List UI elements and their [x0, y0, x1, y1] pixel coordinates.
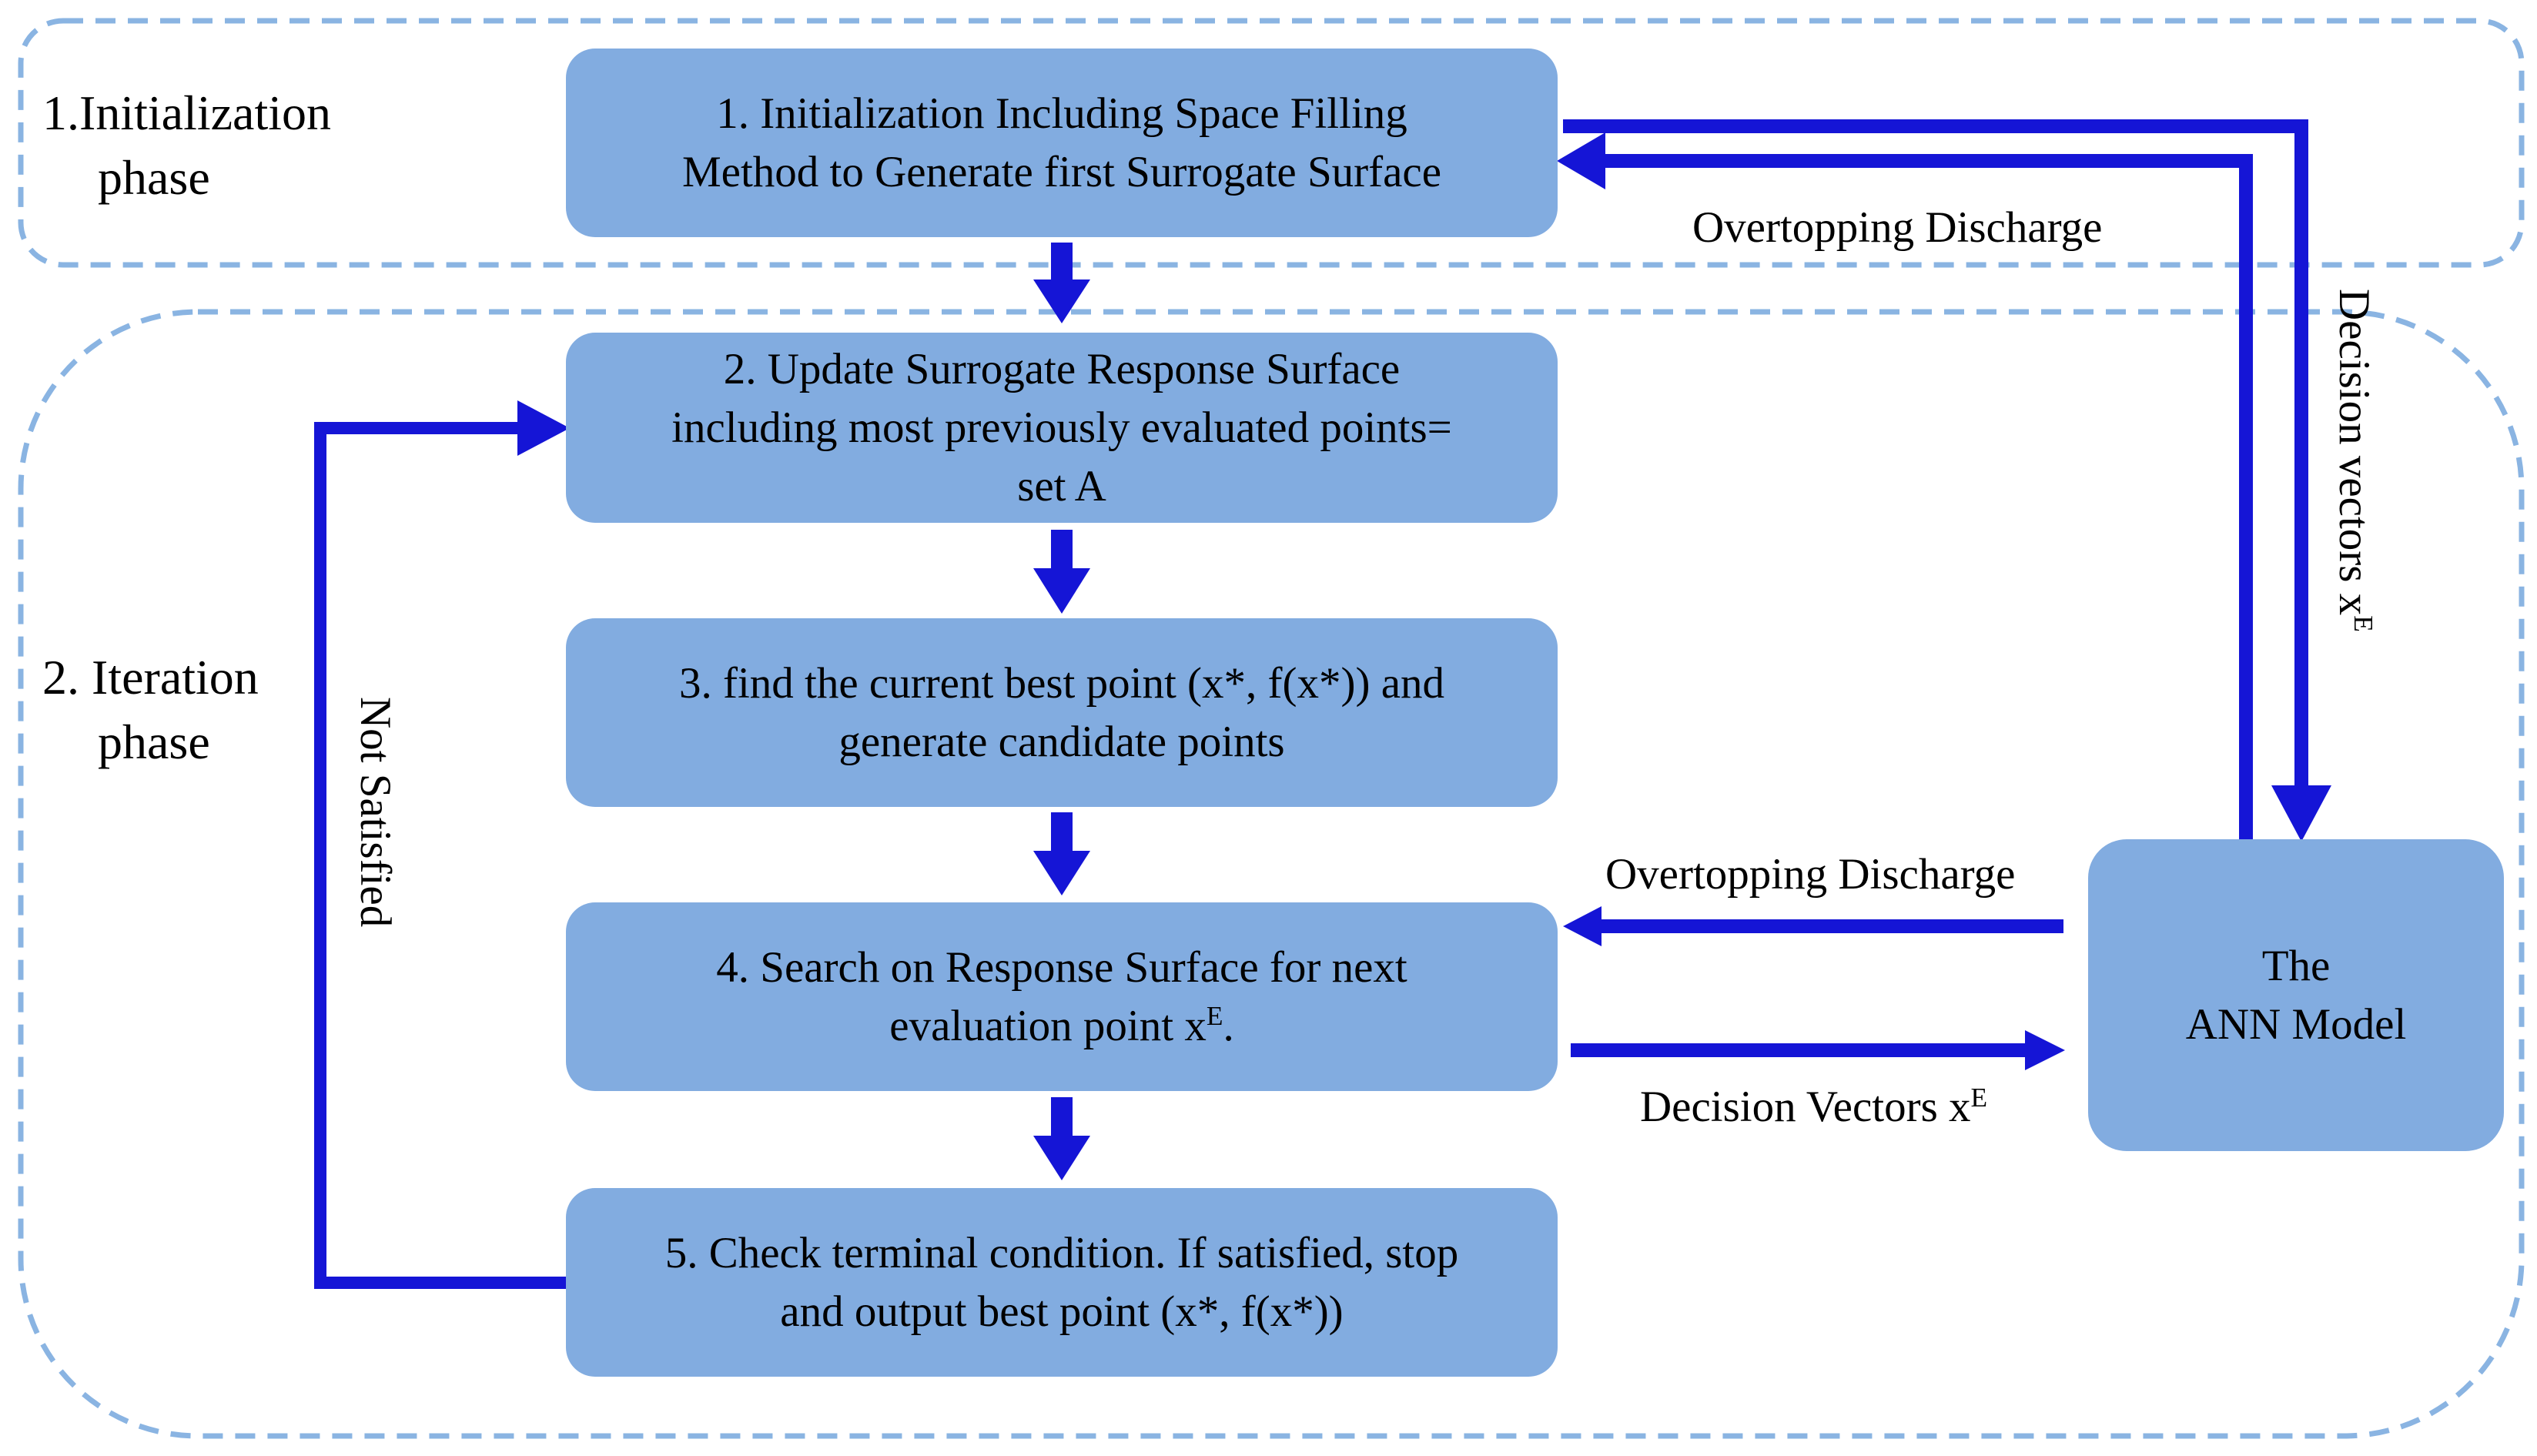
decision-mid-sup: E — [1970, 1082, 1988, 1113]
initialization-phase-label: 1.Initialization phase — [42, 81, 331, 210]
step4-line2: evaluation point xE. — [716, 997, 1407, 1056]
overtopping-discharge-mid-label: Overtopping Discharge — [1605, 850, 2016, 899]
step4-box: 4. Search on Response Surface for next e… — [566, 902, 1558, 1091]
overtopping-arrow-to-step1 — [1557, 132, 2253, 847]
step3-line1: 3. find the current best point (x*, f(x*… — [678, 658, 1445, 708]
decision-vectors-vertical-label: Decision vectors xE — [2324, 289, 2383, 632]
step1-line2: Method to Generate first Surrogate Surfa… — [681, 147, 1442, 196]
step1-box: 1. Initialization Including Space Fillin… — [566, 49, 1558, 237]
not-satisfied-loop-arrow — [314, 400, 570, 1289]
overtopping-discharge-top-label: Overtopping Discharge — [1692, 203, 2103, 252]
ann-model-line2: ANN Model — [2185, 999, 2407, 1049]
step2-line2: including most previously evaluated poin… — [671, 403, 1452, 452]
decision-vertical-sup: E — [2348, 615, 2379, 632]
decision-vectors-arrow-to-ann — [1563, 119, 2331, 842]
step5-line2: and output best point (x*, f(x*)) — [780, 1287, 1344, 1336]
step3-line2: generate candidate points — [838, 717, 1285, 766]
iteration-phase-region — [18, 309, 2525, 1439]
ann-model-box: The ANN Model — [2088, 839, 2504, 1151]
iteration-phase-line2: phase — [98, 715, 210, 769]
decision-mid-prefix: Decision Vectors x — [1640, 1083, 1971, 1131]
initialization-phase-region — [18, 18, 2525, 268]
overtopping-arrow-to-step4 — [1563, 906, 2063, 946]
step5-line1: 5. Check terminal condition. If satisfie… — [664, 1228, 1459, 1277]
initialization-phase-line1: 1.Initialization — [42, 85, 331, 140]
step2-box: 2. Update Surrogate Response Surface inc… — [566, 333, 1558, 523]
decision-vertical-prefix: Decision vectors x — [2330, 289, 2378, 616]
initialization-phase-line2: phase — [98, 150, 210, 205]
step1-line1: 1. Initialization Including Space Fillin… — [716, 89, 1407, 138]
iteration-phase-line1: 2. Iteration — [42, 650, 259, 705]
iteration-phase-label: 2. Iteration phase — [42, 645, 259, 775]
arrow-step1-to-step2 — [1033, 243, 1090, 323]
arrow-step2-to-step3 — [1033, 530, 1090, 614]
arrow-step3-to-step4 — [1033, 812, 1090, 895]
not-satisfied-label: Not Satisfied — [351, 697, 400, 928]
decision-vectors-mid-label: Decision Vectors xE — [1640, 1078, 1987, 1136]
step3-box: 3. find the current best point (x*, f(x*… — [566, 618, 1558, 807]
step5-box: 5. Check terminal condition. If satisfie… — [566, 1188, 1558, 1377]
decision-vectors-arrow-to-ann-mid — [1571, 1030, 2065, 1070]
step4-line1: 4. Search on Response Surface for next — [716, 942, 1407, 992]
arrow-step4-to-step5 — [1033, 1097, 1090, 1180]
step4-line2-prefix: evaluation point x — [889, 1001, 1207, 1050]
step2-line1: 2. Update Surrogate Response Surface — [723, 344, 1401, 393]
step2-line3: set A — [1017, 461, 1106, 510]
ann-model-line1: The — [2261, 941, 2331, 990]
step4-line2-sup: E — [1206, 1001, 1223, 1032]
step4-line2-suffix: . — [1223, 1001, 1234, 1050]
